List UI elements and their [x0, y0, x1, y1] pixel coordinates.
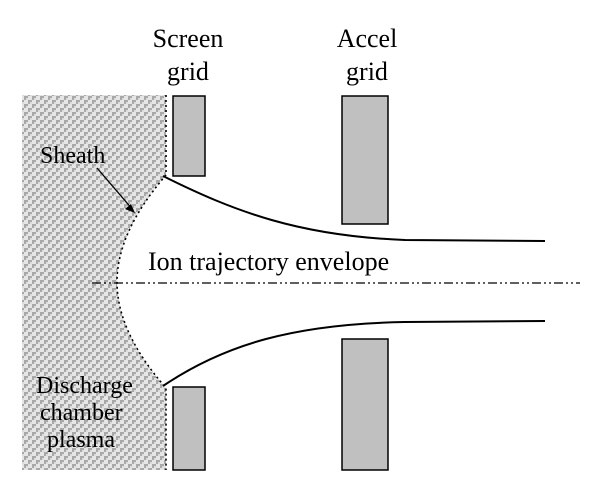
accel-grid-label-line2: grid: [346, 57, 388, 86]
plasma-label-line3: plasma: [47, 427, 115, 453]
sheath-pointer: [96, 167, 134, 211]
screen-grid-lower: [172, 386, 206, 471]
plasma-boundary: [116, 95, 167, 470]
accel-grid-label-line1: Accel: [337, 24, 398, 53]
screen-grid-upper: [172, 95, 206, 177]
screen-grid-label-line1: Screen: [153, 24, 224, 53]
plasma-label-line1: Discharge: [36, 373, 133, 399]
ion-envelope-label: Ion trajectory envelope: [148, 247, 389, 276]
plasma-label-line2: chamber: [40, 400, 123, 426]
ion-envelope-upper: [162, 175, 546, 242]
screen-grid-label-line2: grid: [167, 57, 209, 86]
ion-envelope-lower: [162, 320, 546, 387]
accel-grid-lower: [341, 338, 389, 471]
accel-grid-upper: [341, 95, 389, 225]
sheath-arrowhead: [125, 204, 135, 213]
sheath-label: Sheath: [40, 143, 105, 169]
